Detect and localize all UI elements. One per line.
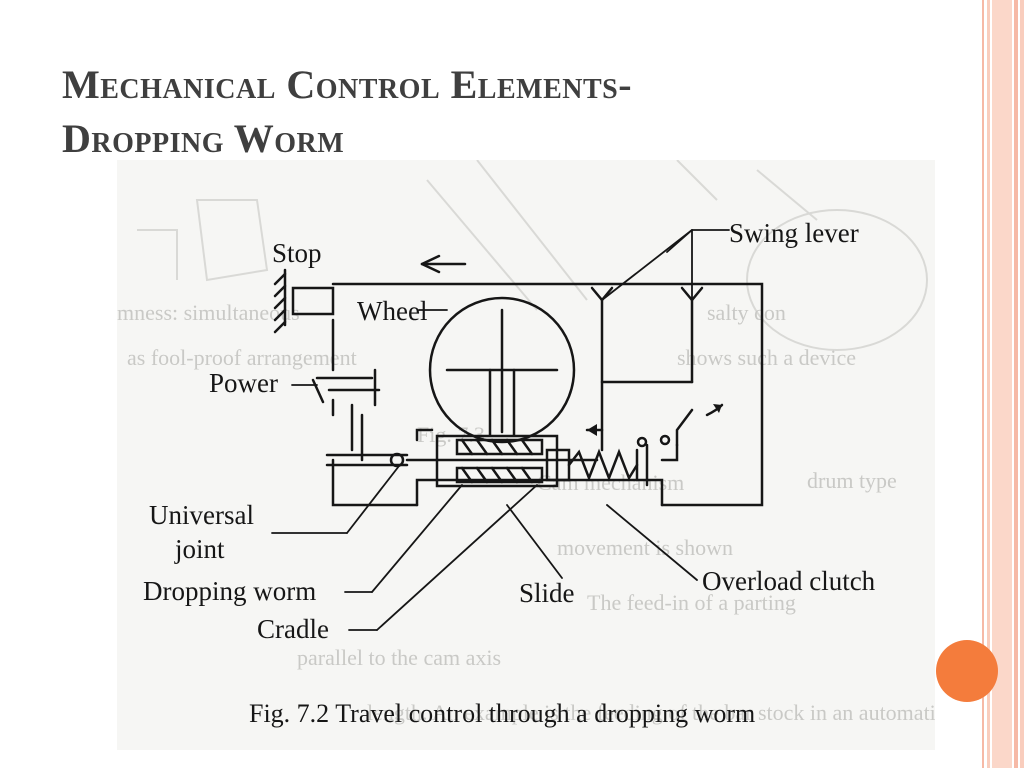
- scan-bleed-through-text: mness: simultaneous salty con as fool-pr…: [117, 300, 935, 725]
- decorative-side-bars: [978, 0, 1024, 768]
- slide-title-line-2: Dropping Worm: [62, 116, 345, 161]
- main-shaft: [325, 428, 599, 468]
- dropping-worm-diagram: mness: simultaneous salty con as fool-pr…: [117, 160, 935, 728]
- svg-text:length. An example is the feed: length. An example is the feeding of the…: [367, 700, 935, 725]
- motion-arrowheads: [587, 404, 722, 436]
- label-joint: joint: [174, 534, 225, 564]
- dropping-worm: [435, 434, 559, 488]
- label-overload-clutch: Overload clutch: [702, 566, 876, 596]
- svg-text:salty con: salty con: [707, 300, 786, 325]
- decorative-bar: [1020, 0, 1024, 768]
- svg-text:Fig. 7.3: Fig. 7.3: [417, 422, 485, 447]
- label-dropping-worm: Dropping worm: [143, 576, 316, 606]
- svg-text:The feed-in of a parting: The feed-in of a parting: [587, 590, 796, 615]
- slide-title-line-1: Mechanical Control Elements-: [62, 62, 633, 107]
- decorative-bar: [982, 0, 984, 768]
- svg-text:drum type: drum type: [807, 468, 897, 493]
- svg-text:mness: simultaneous: mness: simultaneous: [117, 300, 300, 325]
- worm-wheel: [428, 296, 576, 444]
- svg-text:parallel to the cam axis: parallel to the cam axis: [297, 645, 501, 670]
- svg-text:as fool-proof arrangement: as fool-proof arrangement: [127, 345, 357, 370]
- slide-title: Mechanical Control Elements- Dropping Wo…: [62, 58, 942, 166]
- label-universal: Universal: [149, 500, 254, 530]
- label-slide: Slide: [519, 578, 575, 608]
- svg-text:movement is shown: movement is shown: [557, 535, 733, 560]
- label-stop: Stop: [272, 238, 322, 268]
- scanned-figure: mness: simultaneous salty con as fool-pr…: [117, 160, 935, 750]
- decorative-bar: [987, 0, 990, 768]
- stop-wall: [273, 268, 335, 334]
- svg-text:shows such a device: shows such a device: [677, 345, 856, 370]
- power-shaft: [311, 368, 381, 462]
- scan-bleed-through: [137, 160, 928, 351]
- leader-lines: [271, 229, 730, 631]
- label-wheel: Wheel: [357, 296, 427, 326]
- decorative-bar: [992, 0, 1012, 768]
- label-power: Power: [209, 368, 278, 398]
- overload-clutch: [545, 434, 679, 487]
- decorative-orange-circle: [936, 640, 998, 702]
- label-swing-lever: Swing lever: [729, 218, 859, 248]
- decorative-bar: [1014, 0, 1018, 768]
- figure-caption: Fig. 7.2 Travel control through a droppi…: [249, 699, 755, 728]
- slide-frame: [331, 282, 764, 507]
- travel-direction-arrow: [420, 254, 467, 274]
- label-cradle: Cradle: [257, 614, 329, 644]
